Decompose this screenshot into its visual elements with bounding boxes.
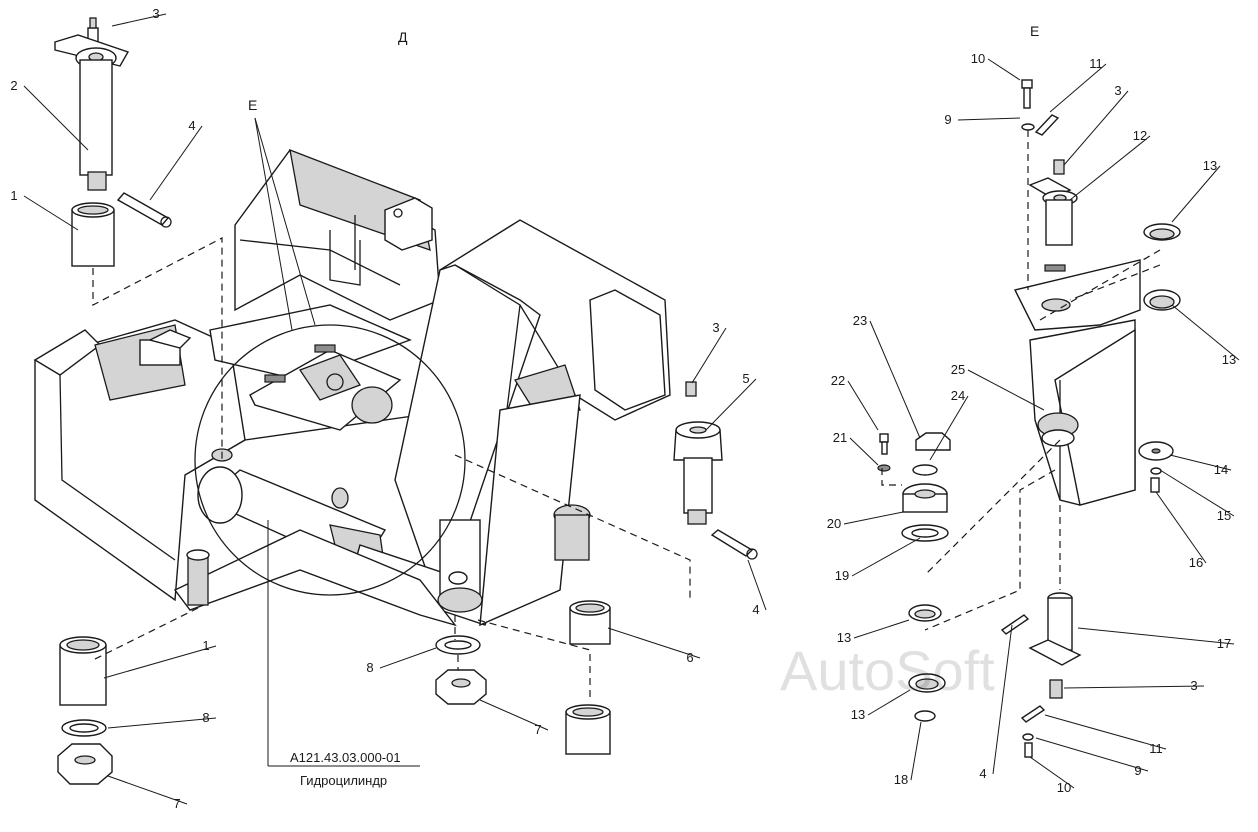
callout-r9a: 9 xyxy=(944,112,951,127)
callout-r3a: 3 xyxy=(1114,83,1121,98)
frame-assembly-left xyxy=(33,17,758,785)
callout-leader-r10b xyxy=(1029,756,1075,789)
view-label-d: Д xyxy=(398,29,408,45)
callout-r13c: 13 xyxy=(837,630,851,645)
callout-r25: 25 xyxy=(951,362,965,377)
callout-leader-r13a xyxy=(1171,165,1221,223)
callout-leader-r3a xyxy=(1063,90,1129,166)
assembly-code: А121.43.03.000-01 xyxy=(290,750,401,765)
callout-leader-l1a xyxy=(23,195,79,231)
callout-r3b: 3 xyxy=(1190,678,1197,693)
callout-l1a: 1 xyxy=(10,188,17,203)
callout-l2: 2 xyxy=(10,78,17,93)
callout-r10a: 10 xyxy=(971,51,985,66)
callout-leader-r11a xyxy=(1049,63,1107,113)
callout-l7b: 7 xyxy=(173,796,180,811)
callout-leader-r25 xyxy=(967,369,1045,411)
callout-leader-r3b xyxy=(1063,685,1205,689)
callout-leader-r22 xyxy=(847,380,879,431)
callout-leader-r23 xyxy=(869,320,921,439)
callout-leader-r4 xyxy=(992,624,1013,775)
callout-r24: 24 xyxy=(951,388,965,403)
callout-r13d: 13 xyxy=(851,707,865,722)
detail-mark-e: Е xyxy=(248,97,257,113)
callout-leader-l4a xyxy=(149,125,203,201)
callout-r22: 22 xyxy=(831,373,845,388)
callout-leader-l8b xyxy=(107,717,217,729)
callout-r11a: 11 xyxy=(1089,56,1103,71)
callout-r13a: 13 xyxy=(1203,158,1217,173)
callout-leader-l7b xyxy=(107,775,188,805)
callout-leader-r13c xyxy=(853,619,910,639)
callout-r19: 19 xyxy=(835,568,849,583)
callout-leader-l5 xyxy=(705,378,757,431)
callout-leader-l3b xyxy=(691,327,727,384)
callout-r16: 16 xyxy=(1189,555,1203,570)
callout-leader-l8a xyxy=(379,647,437,669)
callout-l1b: 1 xyxy=(202,638,209,653)
callout-r18: 18 xyxy=(894,772,908,787)
callout-r12: 12 xyxy=(1133,128,1147,143)
callout-leader-l2 xyxy=(23,85,89,151)
callout-l6: 6 xyxy=(686,650,693,665)
callout-leader-r11b xyxy=(1044,714,1167,750)
callout-leader-l1b xyxy=(103,645,217,679)
callout-r14: 14 xyxy=(1214,462,1228,477)
callout-r11b: 11 xyxy=(1149,741,1163,756)
callout-leader-r15 xyxy=(1159,469,1235,517)
callout-leader-l3a xyxy=(111,13,167,27)
callout-l8a: 8 xyxy=(366,660,373,675)
callout-leader-r10a xyxy=(987,58,1021,81)
callout-r15: 15 xyxy=(1217,508,1231,523)
assembly-name: Гидроцилиндр xyxy=(300,773,387,788)
callout-r20: 20 xyxy=(827,516,841,531)
callout-r4: 4 xyxy=(979,766,986,781)
callout-leader-r16 xyxy=(1155,491,1207,564)
callout-leader-r13b xyxy=(1171,304,1240,361)
callout-l3a: 3 xyxy=(152,6,159,21)
watermark: AutoSoft xyxy=(780,639,995,702)
callout-r21: 21 xyxy=(833,430,847,445)
callout-leader-r17 xyxy=(1077,627,1235,645)
callout-leader-r20 xyxy=(843,511,904,525)
callout-l3b: 3 xyxy=(712,320,719,335)
callout-r9b: 9 xyxy=(1134,763,1141,778)
callout-leader-r9a xyxy=(957,117,1021,121)
callout-leader-l6 xyxy=(607,627,701,659)
callout-leader-r13d xyxy=(867,689,911,716)
callout-leader-r12 xyxy=(1069,135,1151,201)
callout-leader-l4b xyxy=(747,559,767,611)
callout-r13b: 13 xyxy=(1222,352,1236,367)
callout-leader-l7a xyxy=(479,699,549,731)
callout-leader-r24 xyxy=(929,395,969,461)
callout-leader-r14 xyxy=(1169,454,1232,471)
callout-leader-r21 xyxy=(849,437,879,466)
hinge-detail-right xyxy=(877,79,1181,758)
callout-leader-r19 xyxy=(851,537,921,577)
callout-l4a: 4 xyxy=(188,118,195,133)
callout-r17: 17 xyxy=(1217,636,1231,651)
view-label-e: Е xyxy=(1030,23,1039,39)
callout-r23: 23 xyxy=(853,313,867,328)
callout-l7a: 7 xyxy=(534,722,541,737)
callout-leader-r18 xyxy=(910,721,922,781)
callout-l5: 5 xyxy=(742,371,749,386)
callout-leader-r9b xyxy=(1035,737,1149,772)
callout-l8b: 8 xyxy=(202,710,209,725)
callout-l4b: 4 xyxy=(752,602,759,617)
callout-r10b: 10 xyxy=(1057,780,1071,795)
